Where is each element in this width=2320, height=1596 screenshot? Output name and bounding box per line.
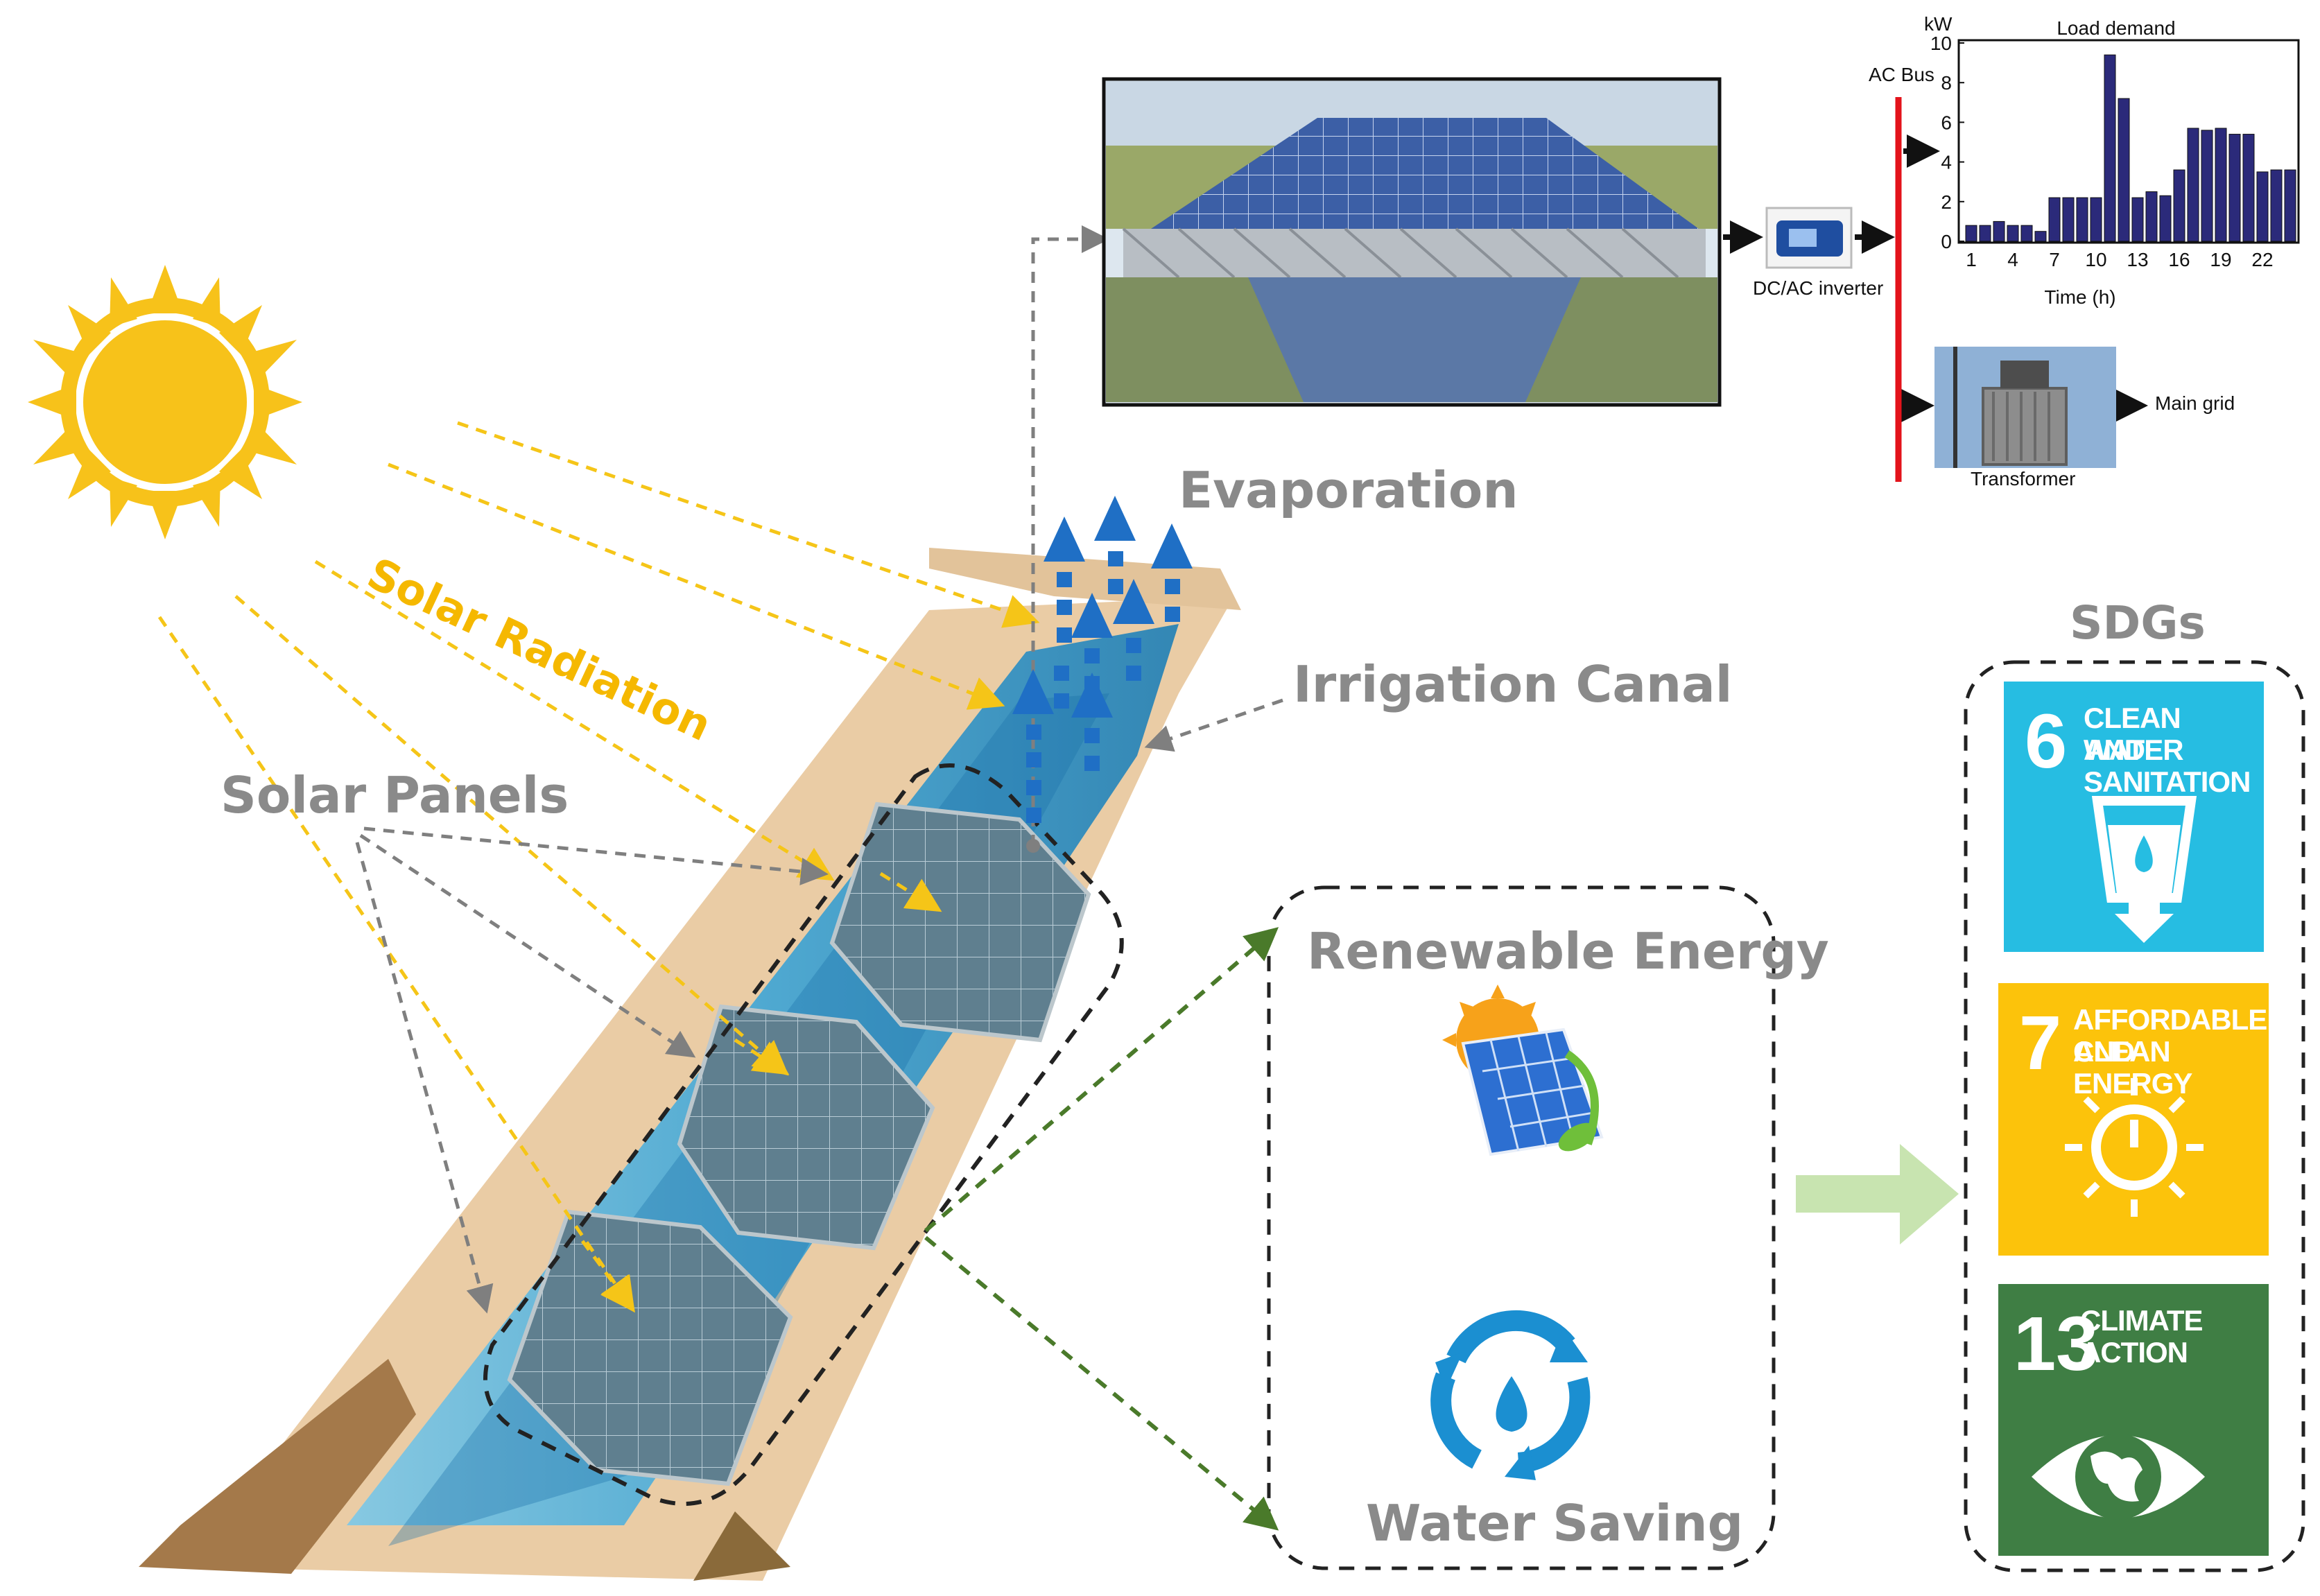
sdgs-label: SDGs xyxy=(2070,596,2206,650)
chart-xtick-label: 10 xyxy=(2085,249,2106,270)
chart-bar-16 xyxy=(2173,169,2185,242)
solar-panels-pointer-arrows xyxy=(355,225,1283,1314)
chart-bar-13 xyxy=(2131,197,2144,242)
chart-bar-9 xyxy=(2076,197,2088,242)
pointer-origin-dot xyxy=(1026,839,1040,853)
power-sun-icon xyxy=(2065,1078,2204,1217)
renewable-energy-label: Renewable Energy xyxy=(1307,922,1829,980)
sdg-link-arrow xyxy=(1796,1144,1959,1244)
chart-xtick-label: 13 xyxy=(2127,249,2148,270)
chart-xtick-label: 19 xyxy=(2210,249,2231,270)
inverter-icon xyxy=(1765,207,1853,269)
chart-bar-21 xyxy=(2242,134,2255,242)
outcome-arrows xyxy=(924,927,1279,1531)
chart-bar-8 xyxy=(2062,197,2075,242)
chart-bar-15 xyxy=(2159,195,2172,242)
chart-ylabel: kW xyxy=(1924,13,1953,35)
chart-ytick-label: 4 xyxy=(1941,152,1952,173)
chart-xtick-label: 4 xyxy=(2007,249,2018,270)
chart-xtick-label: 16 xyxy=(2168,249,2190,270)
chart-bar-12 xyxy=(2118,98,2130,242)
chart-bar-10 xyxy=(2090,197,2102,242)
canal-solar-photo xyxy=(1102,77,1722,407)
evaporation-label: Evaporation xyxy=(1179,461,1518,519)
main-grid-label: Main grid xyxy=(2155,392,2235,414)
chart-xtick-label: 22 xyxy=(2251,249,2273,270)
chart-bar-19 xyxy=(2215,128,2227,242)
chart-xlabel: Time (h) xyxy=(2044,286,2115,308)
chart-bar-2 xyxy=(1979,225,1991,242)
chart-bar-14 xyxy=(2145,191,2158,242)
chart-xtick-label: 7 xyxy=(2049,249,2060,270)
chart-ytick-label: 10 xyxy=(1930,33,1952,54)
renewable-energy-icon xyxy=(1442,985,1604,1156)
earth-eye-icon xyxy=(2032,1434,2205,1520)
outcomes-box xyxy=(1267,885,1776,1570)
chart-ytick-label: 0 xyxy=(1941,231,1952,252)
chart-ytick-label: 6 xyxy=(1941,112,1952,133)
transformer-icon xyxy=(1934,347,2116,468)
sdg-box xyxy=(1964,660,2305,1572)
chart-bar-5 xyxy=(2020,225,2033,242)
chart-bar-20 xyxy=(2228,134,2241,242)
transformer-label: Transformer xyxy=(1971,468,2076,489)
chart-bar-24 xyxy=(2284,169,2296,242)
chart-xtick-label: 1 xyxy=(1966,249,1977,270)
sun-icon xyxy=(28,265,302,539)
water-saving-icon xyxy=(1430,1310,1591,1480)
power-flow-arrows xyxy=(1723,135,2148,422)
load-demand-chart: 0 2 4 6 8 10 1 4 7 10 13 16 19 22 Load demand kW Tim… xyxy=(1924,13,2300,308)
chart-bar-1 xyxy=(1965,225,1977,242)
chart-bar-7 xyxy=(2048,197,2061,242)
canal-solar-panels xyxy=(507,801,1091,1486)
water-saving-label: Water Saving xyxy=(1366,1494,1744,1552)
chart-bar-3 xyxy=(1993,220,2005,242)
water-glass-icon xyxy=(2091,796,2197,943)
chart-ytick-label: 8 xyxy=(1941,72,1952,94)
ac-bus-label: AC Bus xyxy=(1869,64,1934,85)
inverter-label: DC/AC inverter xyxy=(1753,277,1884,299)
irrigation-canal-label: Irrigation Canal xyxy=(1293,655,1733,713)
chart-bar-17 xyxy=(2187,128,2199,242)
chart-bar-6 xyxy=(2034,231,2047,242)
chart-bar-22 xyxy=(2256,171,2269,242)
evaporation-arrows xyxy=(1012,496,1193,823)
chart-bar-18 xyxy=(2201,130,2213,242)
solar-panels-label: Solar Panels xyxy=(220,766,569,824)
chart-bar-11 xyxy=(2104,54,2116,242)
solar-radiation-arrows xyxy=(157,421,1040,1313)
chart-bar-23 xyxy=(2270,169,2283,242)
chart-ytick-label: 2 xyxy=(1941,191,1952,213)
chart-title: Load demand xyxy=(2057,17,2175,39)
chart-bar-4 xyxy=(2007,225,2019,242)
